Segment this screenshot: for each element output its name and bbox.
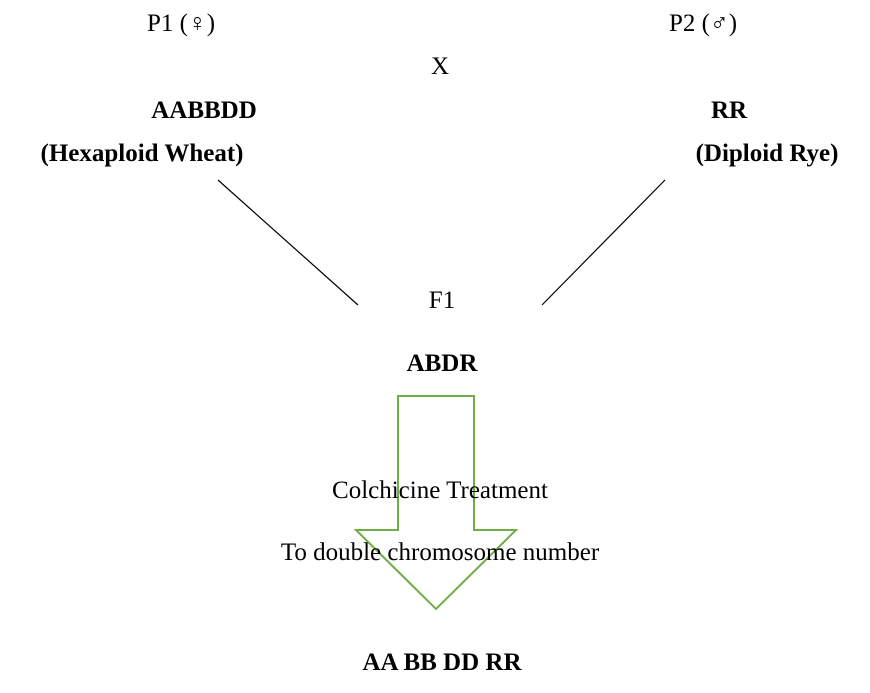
- p2-genotype: RR: [710, 97, 748, 124]
- p1-genotype: AABBDD: [151, 97, 257, 124]
- cross-symbol: X: [430, 53, 450, 80]
- p2-label: P2 (♂): [668, 10, 738, 37]
- p2-species: (Diploid Rye): [695, 140, 839, 167]
- f1-label: F1: [428, 287, 456, 314]
- result-genotype: AA BB DD RR: [362, 649, 522, 676]
- treatment-title: Colchicine Treatment: [332, 477, 548, 504]
- p2-to-f1-line: [541, 179, 666, 306]
- treatment-description: To double chromosome number: [280, 539, 600, 566]
- p1-label: P1 (♀): [146, 10, 216, 37]
- p1-to-f1-line: [217, 179, 359, 306]
- colchicine-down-arrow: [353, 395, 519, 611]
- f1-genotype: ABDR: [406, 350, 478, 377]
- p1-species: (Hexaploid Wheat): [40, 140, 244, 167]
